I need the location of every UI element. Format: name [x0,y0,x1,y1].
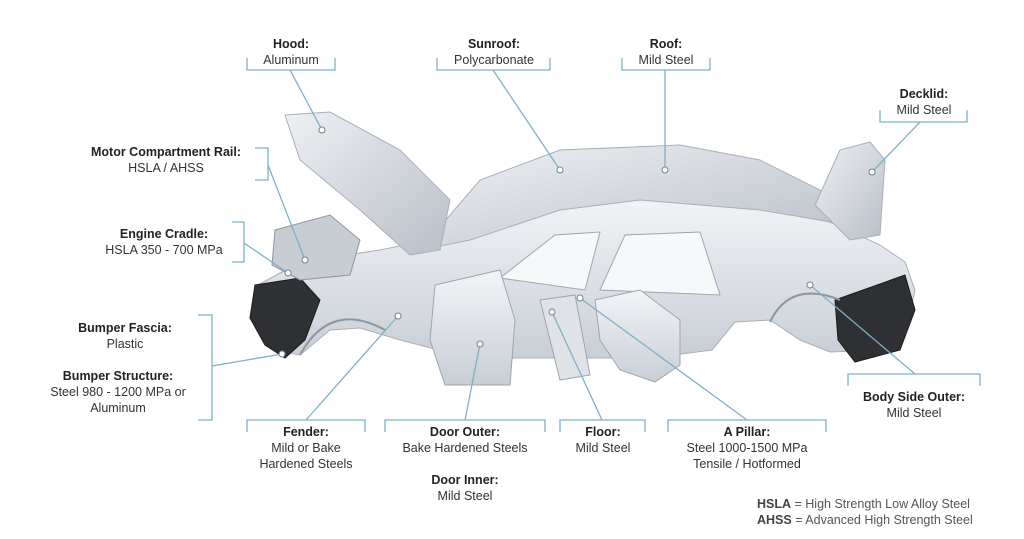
label-floor-value: Mild Steel [575,441,631,455]
label-engine-cradle-value: HSLA 350 - 700 MPa [105,243,223,257]
label-roof-value: Mild Steel [638,53,694,67]
leader-fender [246,315,399,432]
leader-roof [621,58,711,170]
decklid-shape [814,141,886,241]
leader-motor-rail [255,147,306,261]
label-door-outer: Door Outer: Bake Hardened Steels [383,424,547,456]
leader-lines [198,58,981,432]
label-floor: Floor: Mild Steel [558,424,648,456]
label-fender-title: Fender: [283,425,329,439]
label-body-side-title: Body Side Outer: [862,390,966,404]
front-wheel-arch [299,318,386,356]
label-decklid-title: Decklid: [899,87,949,101]
leader-body-side [809,284,981,386]
label-engine-cradle: Engine Cradle: HSLA 350 - 700 MPa [94,226,234,258]
leader-engine-cradle [232,221,289,274]
label-hood-title: Hood: [272,37,310,51]
legend-item-ahss: AHSS = Advanced High Strength Steel [757,512,973,528]
label-bumper-structure-value1: Steel 980 - 1200 MPa or [50,385,186,399]
label-a-pillar: A Pillar: Steel 1000-1500 MPa Tensile / … [666,424,828,472]
label-a-pillar-title: A Pillar: [723,425,771,439]
legend-abbr-ahss: AHSS [757,513,792,527]
leader-sunroof [436,58,561,171]
label-roof: Roof: Mild Steel [620,36,712,68]
label-door-outer-title: Door Outer: [429,425,501,439]
label-bumper-structure: Bumper Structure: Steel 980 - 1200 MPa o… [38,368,198,416]
leader-a-pillar [579,297,827,432]
label-bumper-fascia-title: Bumper Fascia: [78,321,172,335]
label-roof-title: Roof: [649,37,683,51]
rear-door-shape [594,289,681,383]
label-body-side: Body Side Outer: Mild Steel [846,389,982,421]
leader-decklid [871,110,968,173]
label-a-pillar-value1: Steel 1000-1500 MPa [686,441,808,455]
label-engine-cradle-title: Engine Cradle: [119,227,209,241]
label-bumper-fascia-value: Plastic [106,337,144,351]
label-sunroof-title: Sunroof: [467,37,521,51]
abbreviation-legend: HSLA = High Strength Low Alloy Steel AHS… [757,496,973,528]
label-door-inner-value: Mild Steel [437,489,493,503]
label-door-outer-value: Bake Hardened Steels [402,441,528,455]
legend-abbr-hsla: HSLA [757,497,792,511]
leader-bumper [198,314,283,421]
label-fender-value2: Hardened Steels [259,457,353,471]
leader-dots [278,126,876,358]
rear-wheel-arch [769,292,841,323]
label-bumper-fascia: Bumper Fascia: Plastic [60,320,190,352]
front-door-shape [429,269,516,386]
label-door-inner: Door Inner: Mild Steel [383,472,547,504]
label-bumper-structure-value2: Aluminum [90,401,146,415]
engine-bay-shape [271,214,361,281]
label-hood: Hood: Aluminum [245,36,337,68]
label-floor-title: Floor: [585,425,621,439]
label-decklid-value: Mild Steel [896,103,952,117]
leader-door-outer [384,343,546,432]
hood-shape [284,111,451,256]
label-decklid: Decklid: Mild Steel [878,86,970,118]
legend-text-ahss: = Advanced High Strength Steel [791,513,973,527]
front-bumper-shape [249,277,321,359]
label-fender-value1: Mild or Bake [271,441,341,455]
label-motor-rail-value: HSLA / AHSS [128,161,204,175]
label-sunroof-value: Polycarbonate [454,53,534,67]
leader-floor [551,311,646,432]
floor-sill-shape [539,294,591,381]
label-a-pillar-value2: Tensile / Hotformed [693,457,801,471]
rear-bumper-shape [834,274,916,363]
legend-text-hsla: = High Strength Low Alloy Steel [791,497,970,511]
rear-window-shape [599,231,721,296]
label-fender: Fender: Mild or Bake Hardened Steels [245,424,367,472]
leader-hood [246,58,336,131]
label-motor-rail: Motor Compartment Rail: HSLA / AHSS [76,144,256,176]
label-bumper-structure-title: Bumper Structure: [62,369,174,383]
label-motor-rail-title: Motor Compartment Rail: [91,145,241,159]
label-body-side-value: Mild Steel [886,406,942,420]
legend-item-hsla: HSLA = High Strength Low Alloy Steel [757,496,973,512]
label-door-inner-title: Door Inner: [431,473,499,487]
label-hood-value: Aluminum [263,53,319,67]
side-window-shape [498,231,601,291]
label-sunroof: Sunroof: Polycarbonate [435,36,553,68]
